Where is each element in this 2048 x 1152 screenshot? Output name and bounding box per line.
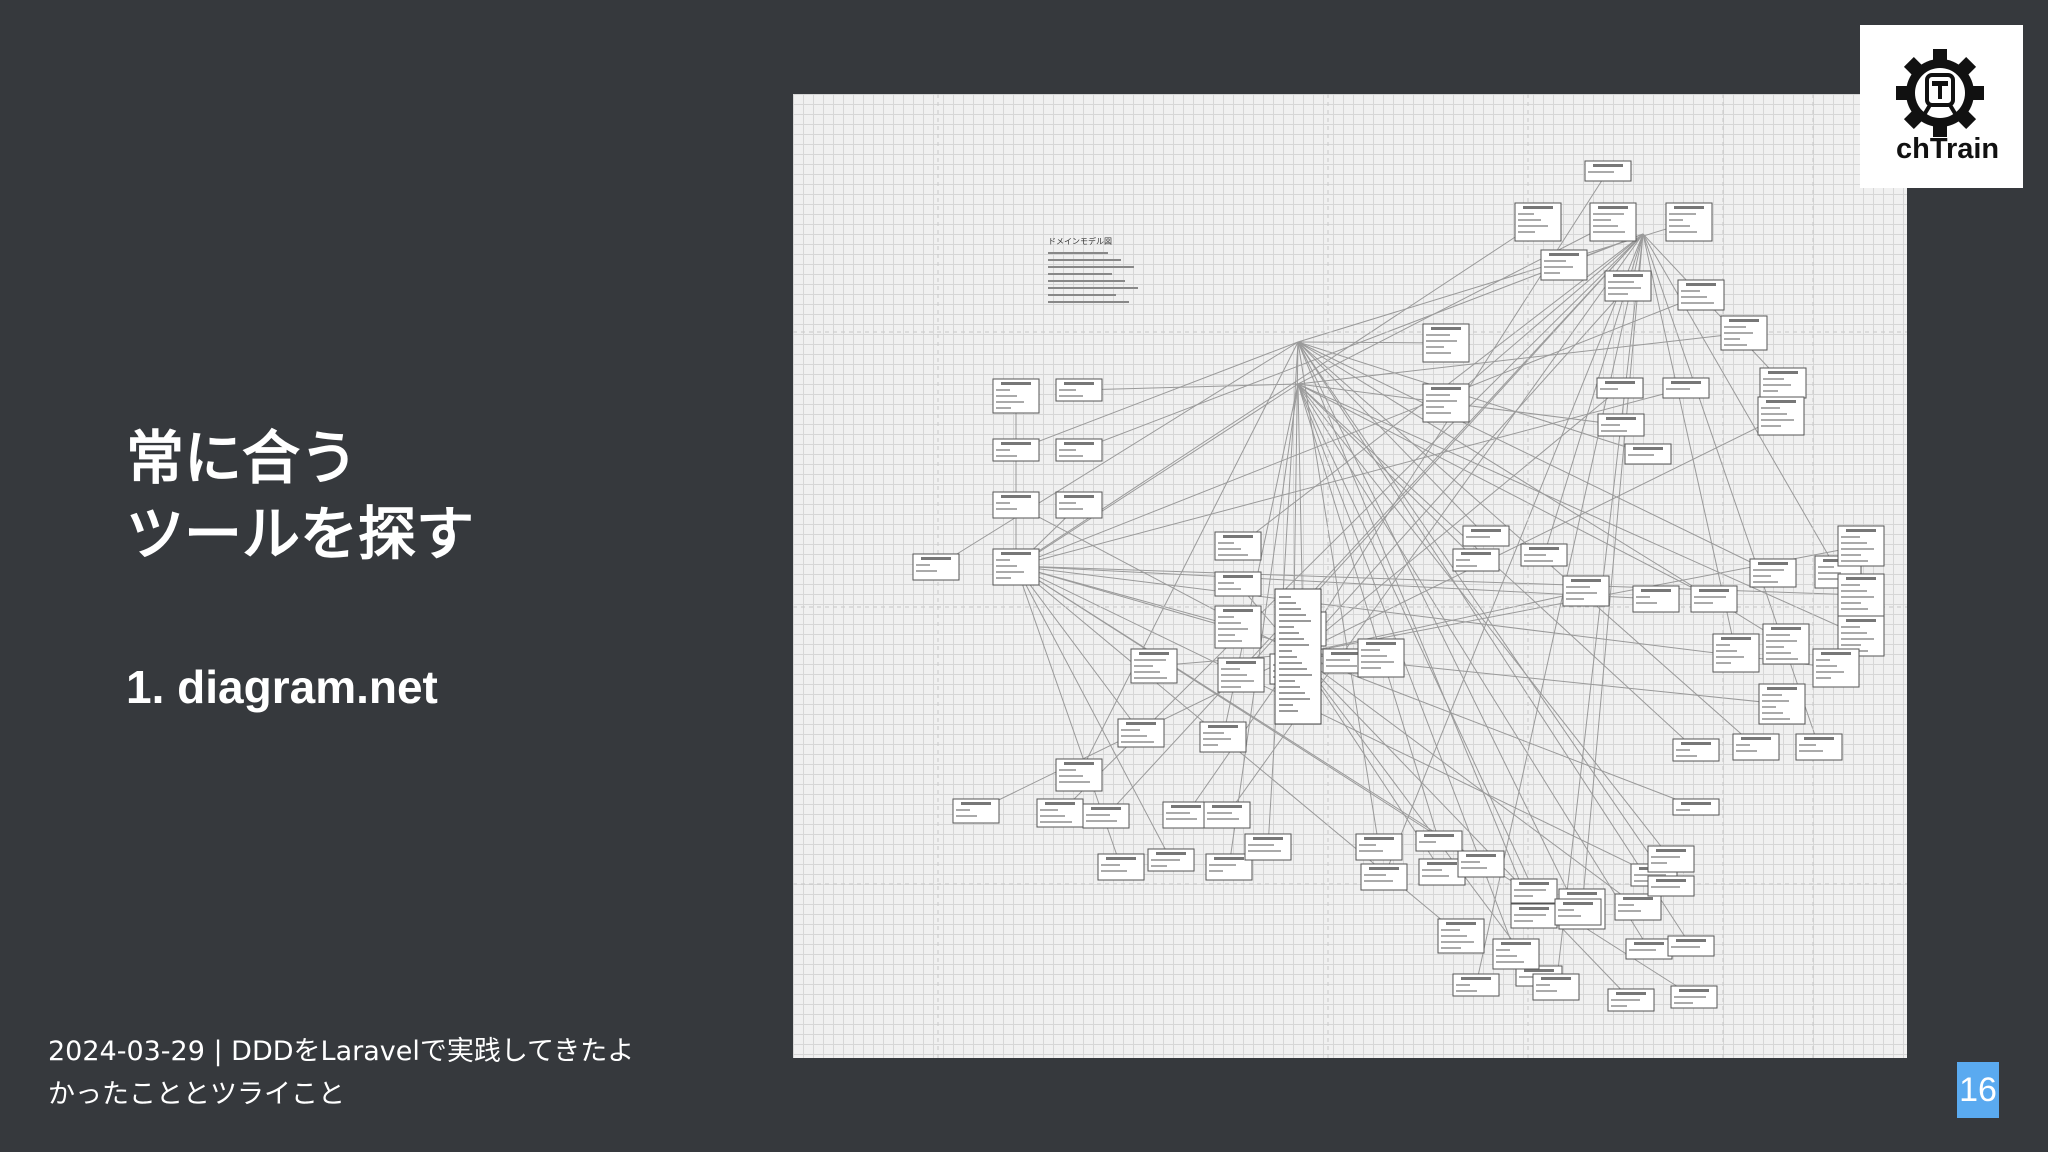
logo-text: chTrain	[1896, 133, 2000, 165]
diagram-heading: ドメインモデル図	[1048, 236, 1112, 246]
gear-train-icon	[1896, 49, 1984, 137]
page-number-badge: 16	[1957, 1062, 1999, 1118]
domain-model-diagram-icon: ドメインモデル図	[793, 94, 1907, 1058]
diagram-screenshot: ドメインモデル図	[793, 94, 1907, 1058]
list-item-diagram-net: 1. diagram.net	[126, 661, 438, 713]
techtrain-logo: chTrain	[1860, 25, 2023, 188]
footer-line-2: かったこととツライこと	[48, 1079, 345, 1110]
slide-footer: 2024-03-29 | DDDをLaravelで実践してきたよ かったこととツ…	[48, 1030, 634, 1116]
slide-title: 常に合う ツールを探す	[126, 420, 474, 572]
slide-title-line-1: 常に合う	[126, 424, 359, 492]
footer-line-1: 2024-03-29 | DDDをLaravelで実践してきたよ	[48, 1036, 635, 1067]
slide-title-line-2: ツールを探す	[126, 500, 475, 568]
